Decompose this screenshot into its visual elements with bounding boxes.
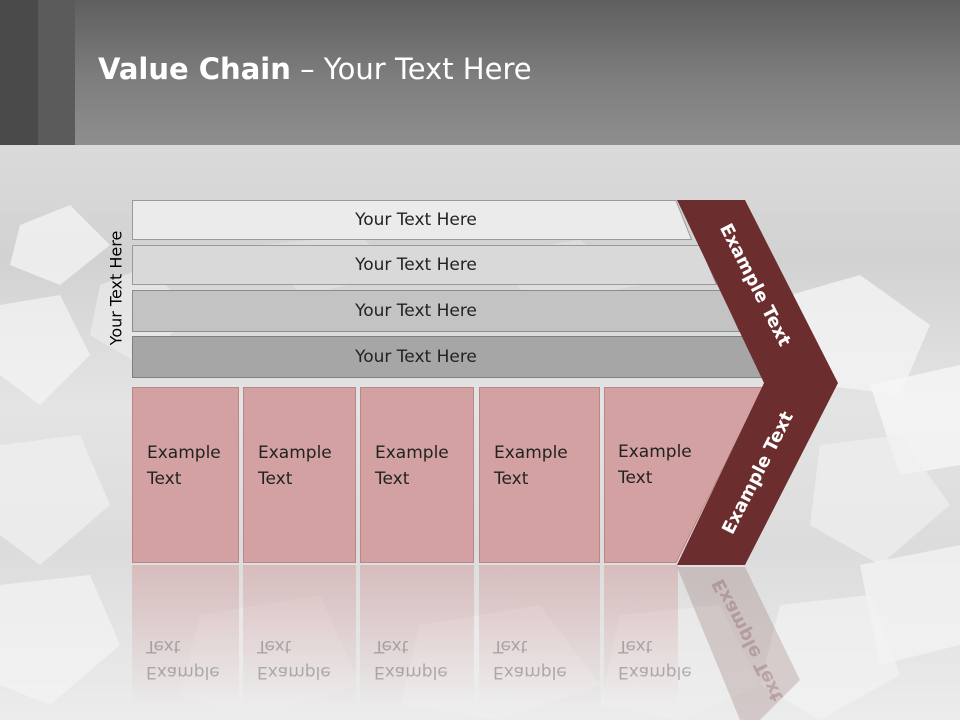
row-2-label: Your Text Here xyxy=(355,255,477,275)
reflection-1-line1: Example xyxy=(146,662,220,682)
activity-box-4-line1: Example xyxy=(494,443,568,463)
value-row-3: Your Text Here xyxy=(132,290,740,332)
value-row-1: Your Text Here xyxy=(132,200,692,240)
reflection-5-line1: Example xyxy=(618,662,692,682)
activity-box-2-line1: Example xyxy=(258,443,332,463)
reflection-2-line2: Text xyxy=(257,636,292,656)
title-bold: Value Chain xyxy=(98,52,291,86)
row-3-shape xyxy=(132,290,740,332)
reflection-1: Example Text xyxy=(132,565,239,720)
header-accent-dark xyxy=(0,0,38,145)
reflection-4-line1: Example xyxy=(493,662,567,682)
header-bar: Value Chain – Your Text Here xyxy=(0,0,960,145)
title-rest: – Your Text Here xyxy=(290,52,532,86)
header-accent-light xyxy=(38,0,75,145)
reflection-3-line1: Example xyxy=(374,662,448,682)
reflection-5-line2: Text xyxy=(618,636,653,656)
reflection-3-line2: Text xyxy=(374,636,409,656)
activity-box-3-line2: Text xyxy=(375,469,410,489)
activity-box-3-line1: Example xyxy=(375,443,449,463)
reflection-1-line2: Text xyxy=(146,636,181,656)
reflection-4: Example Text xyxy=(479,565,600,720)
value-row-2: Your Text Here xyxy=(132,245,717,285)
slide-title: Value Chain – Your Text Here xyxy=(98,52,532,86)
row-3-label: Your Text Here xyxy=(355,301,477,321)
reflection-2-line1: Example xyxy=(257,662,331,682)
row-2-shape xyxy=(132,245,717,285)
reflection-5: Example Text xyxy=(604,565,692,720)
chevron-shape xyxy=(677,200,838,565)
reflection-2: Example Text xyxy=(243,565,356,720)
activity-box-2-line2: Text xyxy=(258,469,293,489)
activity-box-5-shape xyxy=(604,387,764,563)
activity-box-1-line2: Text xyxy=(147,469,182,489)
row-1-shape xyxy=(132,200,692,240)
row-4-label: Your Text Here xyxy=(355,347,477,367)
activity-box-5-line1: Example xyxy=(618,442,692,462)
row-1-label: Your Text Here xyxy=(355,210,477,230)
reflection-3: Example Text xyxy=(360,565,474,720)
reflection-4-line2: Text xyxy=(493,636,528,656)
chevron-reflection xyxy=(677,567,800,720)
value-row-4: Your Text Here xyxy=(132,336,764,378)
activity-box-4-line2: Text xyxy=(494,469,529,489)
activity-box-5-line2: Text xyxy=(618,468,653,488)
activity-box-1-line1: Example xyxy=(147,443,221,463)
